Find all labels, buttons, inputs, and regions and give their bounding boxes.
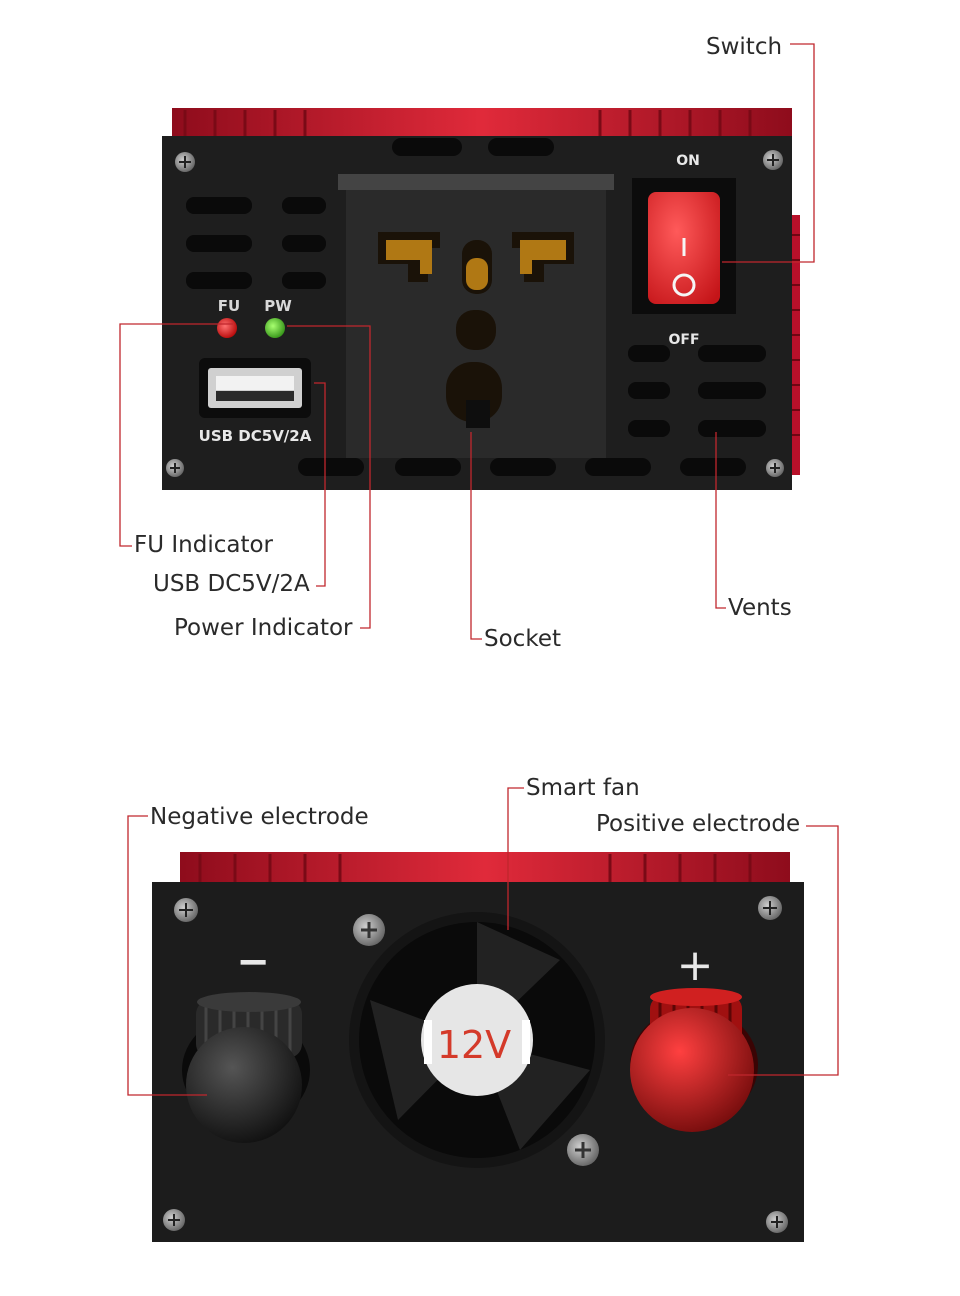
- usb-port: [199, 358, 311, 418]
- bottom-vents: [298, 458, 746, 476]
- plus-print: +: [677, 940, 714, 991]
- switch-label: Switch: [706, 34, 783, 60]
- positive-electrode-label: Positive electrode: [596, 811, 801, 837]
- off-print: OFF: [668, 332, 699, 348]
- left-vents: [186, 197, 326, 289]
- screw-icon: [758, 896, 782, 920]
- screw-icon: [766, 459, 784, 477]
- fan-voltage-label: 12V: [437, 1023, 511, 1067]
- usb-label: USB DC5V/2A: [153, 571, 310, 597]
- fan: [349, 912, 605, 1168]
- vents-leader: [715, 432, 726, 609]
- screw-icon: [766, 1211, 788, 1233]
- power-indicator-label: Power Indicator: [174, 615, 353, 641]
- vents-label: Vents: [728, 595, 792, 621]
- usb-leader: [314, 382, 326, 587]
- screw-icon: [763, 150, 783, 170]
- negative-terminal: [182, 992, 310, 1143]
- screw-icon: [163, 1209, 185, 1231]
- rocker-switch: [632, 178, 736, 314]
- pw-led: [265, 318, 285, 338]
- right-vents: [628, 345, 766, 437]
- smart-fan-leader: [507, 787, 524, 930]
- socket: [338, 174, 614, 458]
- smart-fan-label: Smart fan: [526, 775, 640, 801]
- top-vents: [392, 138, 554, 156]
- switch-leader: [722, 43, 815, 263]
- socket-leader: [470, 432, 482, 640]
- screw-icon: [174, 898, 198, 922]
- positive-electrode-leader: [728, 825, 839, 1076]
- leader-lines: [119, 43, 839, 1096]
- power-indicator-leader: [287, 325, 371, 629]
- screw-icon: [175, 152, 195, 172]
- on-print: ON: [676, 153, 700, 169]
- screw-icon: [166, 459, 184, 477]
- top-device: FU PW USB DC5V/2A: [162, 108, 800, 490]
- bottom-device: 12V − +: [152, 852, 804, 1242]
- socket-label: Socket: [484, 626, 561, 652]
- fu-indicator-leader: [119, 323, 233, 547]
- screw-icon: [567, 1134, 599, 1166]
- minus-print: −: [236, 939, 270, 985]
- usb-print: USB DC5V/2A: [199, 427, 312, 445]
- fu-indicator-label: FU Indicator: [134, 532, 274, 558]
- negative-electrode-label: Negative electrode: [150, 804, 369, 830]
- fu-led: [217, 318, 237, 338]
- positive-terminal: [630, 988, 758, 1132]
- screw-icon: [353, 914, 385, 946]
- negative-electrode-leader: [127, 815, 207, 1096]
- fu-print: FU: [218, 297, 240, 315]
- pw-print: PW: [264, 297, 292, 315]
